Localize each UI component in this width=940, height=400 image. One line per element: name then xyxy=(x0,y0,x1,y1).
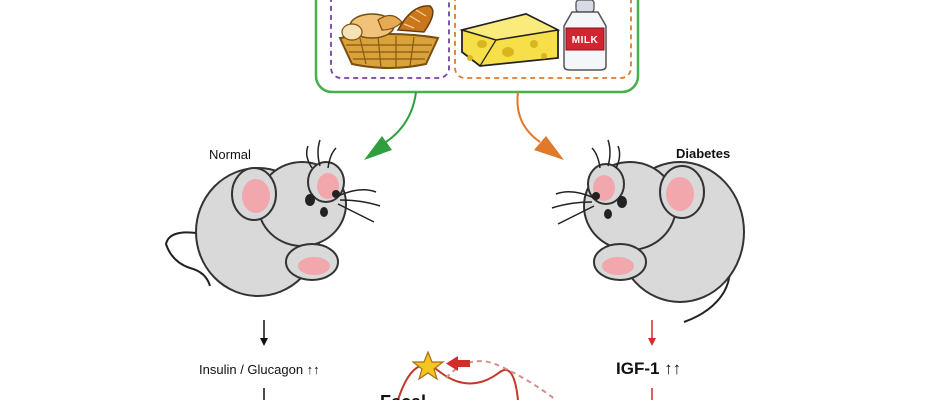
normal-label: Normal xyxy=(209,147,251,162)
diabetes-effect-label: IGF-1 ↑↑ xyxy=(616,359,681,378)
normal-down-arrow xyxy=(260,320,268,346)
bottom-caption: Fecal ... xyxy=(380,392,446,400)
dairy-box xyxy=(454,0,632,79)
green-arrow xyxy=(364,91,417,160)
milk-label: MILK xyxy=(572,35,599,46)
carbohydrate-box xyxy=(330,0,450,79)
cheese-icon xyxy=(459,13,561,67)
diabetic-mouse-icon xyxy=(551,139,745,323)
bread-basket-icon xyxy=(338,5,440,69)
food-box xyxy=(314,0,640,94)
red-curve xyxy=(397,364,519,400)
normal-effect-label: Insulin / Glucagon ↑↑ xyxy=(199,362,320,377)
star-icon xyxy=(411,350,445,381)
orange-arrow xyxy=(516,91,564,160)
diabetes-down-arrow xyxy=(648,320,656,346)
milk-bottle-icon: MILK xyxy=(563,0,607,71)
normal-mouse-icon xyxy=(164,139,381,297)
diabetes-label: Diabetes xyxy=(676,146,730,161)
red-left-arrow xyxy=(446,356,470,371)
